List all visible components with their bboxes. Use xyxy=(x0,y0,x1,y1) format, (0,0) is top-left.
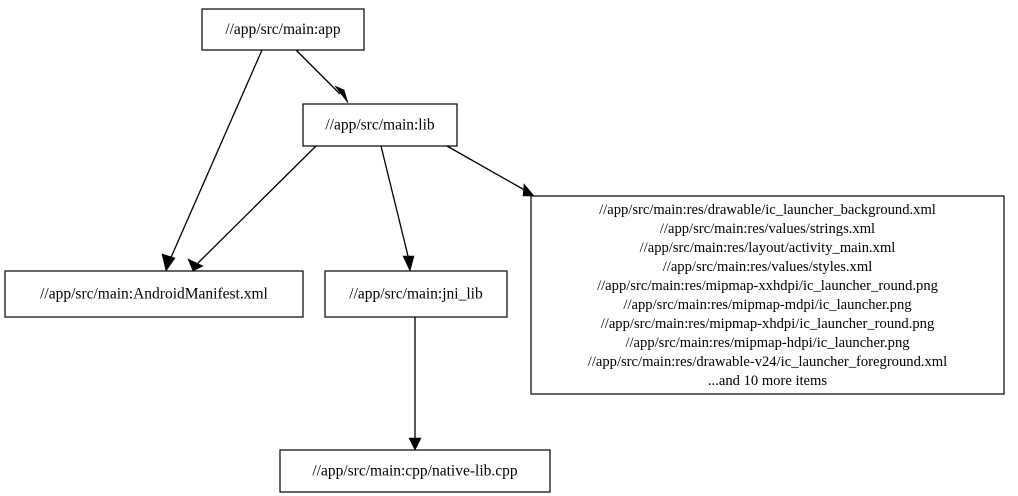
node-resources-line-3: //app/src/main:res/layout/activity_main.… xyxy=(640,240,896,256)
edge-group xyxy=(161,49,535,451)
edge-lib-to-manifest xyxy=(187,145,317,272)
node-lib-box[interactable] xyxy=(302,103,458,147)
node-lib-label: //app/src/main:lib xyxy=(325,117,435,134)
edge-lib-to-jni-lib xyxy=(380,145,415,272)
node-native-lib-box[interactable] xyxy=(279,449,551,493)
node-resources-line-1: //app/src/main:res/drawable/ic_launcher_… xyxy=(599,202,936,218)
edge-lib-to-resources xyxy=(446,145,535,197)
node-resources-line-6: //app/src/main:res/mipmap-mdpi/ic_launch… xyxy=(623,297,912,313)
node-resources-line-10: ...and 10 more items xyxy=(708,373,827,389)
node-app-box[interactable] xyxy=(201,8,365,51)
node-resources-line-8: //app/src/main:res/mipmap-hdpi/ic_launch… xyxy=(625,335,910,351)
node-resources[interactable]: //app/src/main:res/drawable/ic_launcher_… xyxy=(530,195,1005,395)
node-resources-line-5: //app/src/main:res/mipmap-xxhdpi/ic_laun… xyxy=(597,278,939,294)
node-resources-line-2: //app/src/main:res/values/strings.xml xyxy=(660,221,875,237)
node-android-manifest-label: //app/src/main:AndroidManifest.xml xyxy=(40,286,268,303)
node-app-label: //app/src/main:app xyxy=(225,21,341,38)
edge-app-to-manifest xyxy=(161,49,263,272)
node-native-lib[interactable]: //app/src/main:cpp/native-lib.cpp xyxy=(279,449,551,493)
edge-jni-lib-to-native-lib xyxy=(408,317,422,451)
node-resources-line-7: //app/src/main:res/mipmap-xhdpi/ic_launc… xyxy=(601,316,935,332)
edge-app-to-lib xyxy=(295,49,349,104)
node-jni-lib-box[interactable] xyxy=(324,270,508,318)
node-native-lib-label: //app/src/main:cpp/native-lib.cpp xyxy=(312,463,518,480)
node-jni-lib-label: //app/src/main:jni_lib xyxy=(349,286,483,303)
node-resources-box[interactable] xyxy=(530,195,1005,395)
node-jni-lib[interactable]: //app/src/main:jni_lib xyxy=(324,270,508,318)
node-android-manifest-box[interactable] xyxy=(4,270,304,318)
node-resources-line-9: //app/src/main:res/drawable-v24/ic_launc… xyxy=(588,354,947,370)
node-app[interactable]: //app/src/main:app xyxy=(201,8,365,51)
node-lib[interactable]: //app/src/main:lib xyxy=(302,103,458,147)
node-resources-line-4: //app/src/main:res/values/styles.xml xyxy=(663,259,873,275)
node-android-manifest[interactable]: //app/src/main:AndroidManifest.xml xyxy=(4,270,304,318)
